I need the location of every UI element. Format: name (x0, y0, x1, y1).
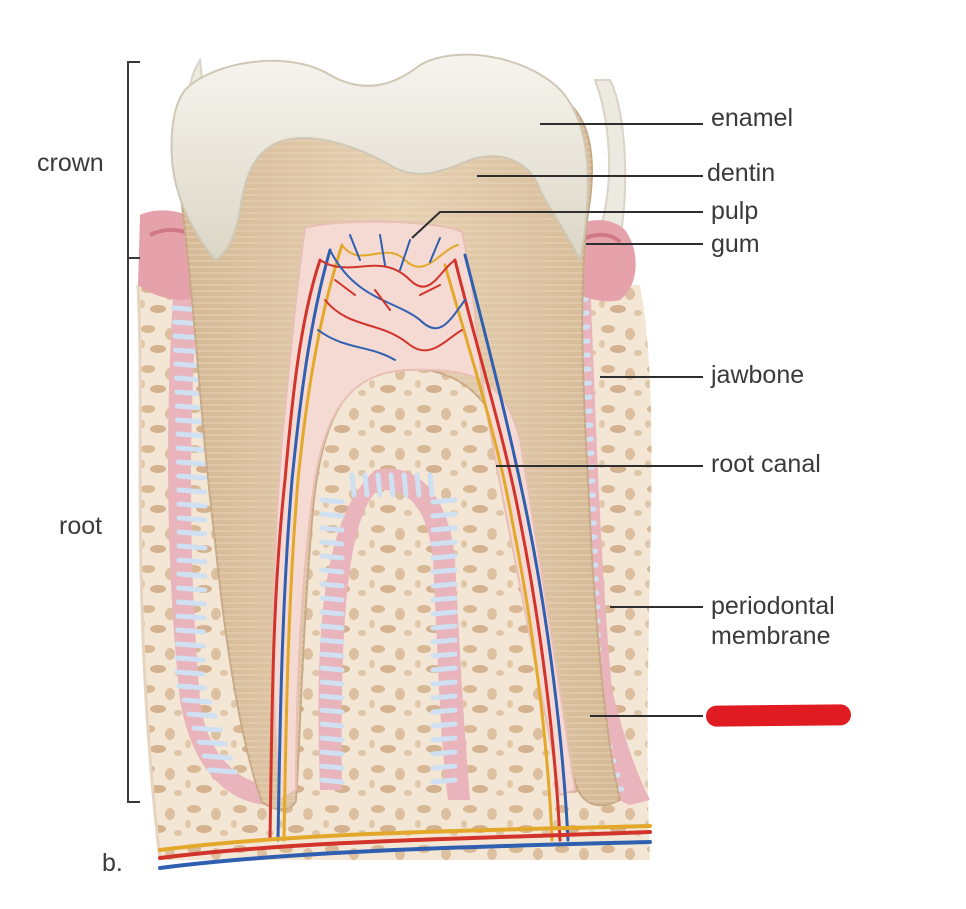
ligament-fiber (430, 735, 458, 743)
ligament-fiber (430, 721, 458, 729)
ligament-fiber (430, 525, 458, 533)
ligament-fiber (319, 749, 345, 757)
ligament-fiber (196, 739, 228, 747)
ligament-fiber (176, 571, 208, 579)
ligament-fiber (319, 581, 345, 589)
ligament-fiber (176, 529, 208, 537)
ligament-fiber (175, 445, 207, 453)
label-dentin: dentin (707, 159, 776, 187)
label-pulp: pulp (711, 197, 759, 225)
ligament-fiber (319, 623, 345, 631)
ligament-fiber (430, 637, 458, 645)
ligament-fiber (375, 472, 383, 498)
ligament-fiber (430, 497, 458, 505)
ligament-fiber (430, 623, 458, 631)
ligament-fiber (388, 472, 396, 498)
ligament-fiber (430, 679, 458, 687)
ligament-fiber (319, 679, 345, 687)
ligament-fiber (175, 431, 207, 439)
ligament-fiber (176, 515, 208, 523)
ligament-fiber (319, 777, 345, 785)
ligament-fiber (319, 539, 345, 547)
ligament-fiber (319, 721, 345, 729)
ligament-fiber (176, 585, 208, 593)
ligament-fiber (430, 581, 458, 589)
ligament-fiber (319, 665, 345, 673)
ligament-fiber (319, 511, 345, 519)
ligament-fiber (319, 707, 345, 715)
ligament-fiber (319, 693, 345, 701)
panel-label: b. (102, 849, 123, 877)
vessels (158, 234, 652, 870)
ligament-fiber (430, 707, 458, 715)
neighbor-tooth-right (593, 79, 627, 242)
ligament-fiber (430, 609, 458, 617)
ligament-fiber (175, 641, 207, 649)
ligament-fiber (430, 777, 458, 785)
ligament-fiber (175, 627, 207, 635)
ligament-fiber (175, 599, 207, 607)
enamel-crown (170, 53, 589, 264)
ligament-fiber (319, 735, 345, 743)
ligament-fiber (414, 472, 422, 498)
label-jawbone: jawbone (711, 361, 805, 389)
ligament-fiber (430, 693, 458, 701)
ligament-fiber (175, 459, 207, 467)
ligament-fiber (176, 501, 208, 509)
ligament-fiber (319, 763, 345, 771)
ligament-fiber (319, 497, 345, 505)
ligament-fiber (401, 472, 409, 498)
label-gum: gum (711, 230, 760, 258)
ligament-fiber (430, 595, 458, 603)
ligament-fiber (319, 609, 345, 617)
label-periodontal-line2: membrane (711, 622, 831, 650)
ligament-fiber (430, 511, 458, 519)
ligament-fiber (430, 651, 458, 659)
ligament-fiber (201, 753, 233, 761)
ligament-fiber (181, 697, 213, 705)
label-periodontal-line1: periodontal (711, 592, 835, 620)
redaction-mark (705, 704, 852, 727)
ligament-fiber (174, 403, 206, 411)
ligament-fiber (319, 525, 345, 533)
crown-root-brackets (127, 61, 140, 803)
leader-pulp (411, 211, 703, 239)
ligament-fiber (430, 763, 458, 771)
ligament-fiber (430, 553, 458, 561)
ligament-fiber (175, 613, 207, 621)
label-root-canal: root canal (711, 450, 821, 478)
ligament-fiber (176, 473, 208, 481)
ligament-fiber (319, 637, 345, 645)
ligament-fiber (430, 539, 458, 547)
label-periodontal-membrane: periodontal membrane (711, 591, 911, 651)
ligament-fiber (362, 472, 370, 498)
ligament-fiber (206, 767, 238, 775)
ligament-fiber (186, 711, 218, 719)
label-enamel: enamel (711, 104, 793, 132)
ligament-fiber (191, 725, 223, 733)
ligament-fiber (319, 553, 345, 561)
ligament-fiber (174, 655, 206, 663)
ligament-fiber (430, 749, 458, 757)
ligament-fiber (176, 543, 208, 551)
ligament-fiber (176, 487, 208, 495)
ligament-fiber (174, 669, 206, 677)
ligament-fiber (176, 683, 208, 691)
ligament-fiber (175, 417, 207, 425)
ligament-fiber (174, 389, 206, 397)
leader-lines (411, 123, 703, 717)
ligament-fiber (319, 595, 345, 603)
label-crown: crown (37, 149, 104, 177)
ligament-fiber (176, 557, 208, 565)
ligament-fiber (427, 472, 435, 498)
ligament-fiber (430, 567, 458, 575)
ligament-fiber (319, 651, 345, 659)
ligament-fiber (349, 472, 357, 498)
ligament-fiber (430, 665, 458, 673)
ligament-fiber (319, 567, 345, 575)
label-root: root (59, 512, 103, 540)
